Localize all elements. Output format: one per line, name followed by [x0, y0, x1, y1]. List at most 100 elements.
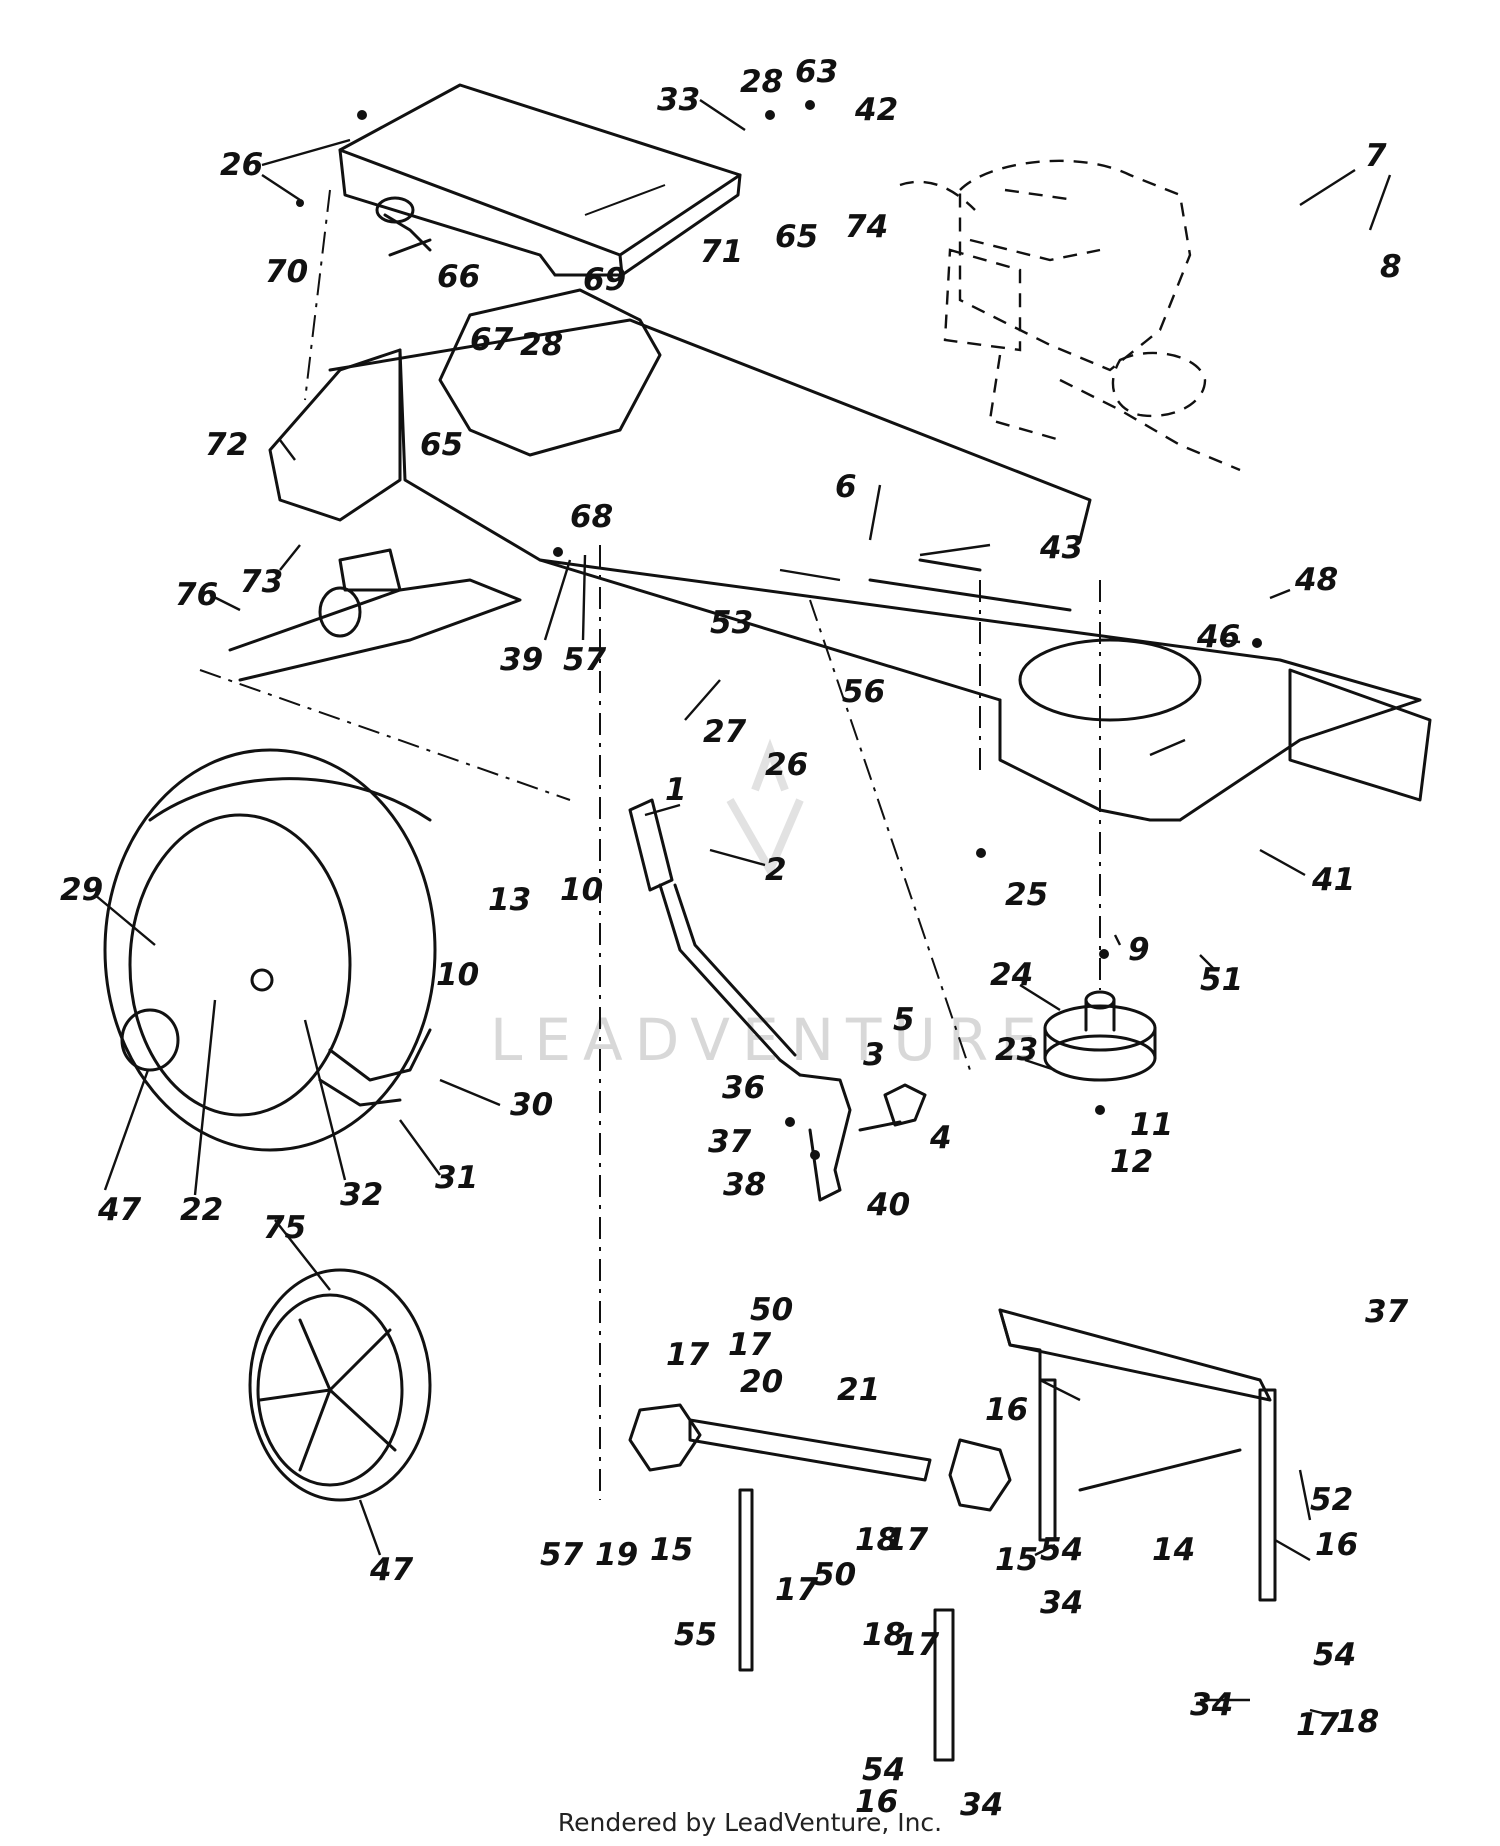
- assembly-lines: [199, 189, 1101, 1500]
- callout-67: 67: [470, 322, 514, 358]
- callout-17c: 17: [775, 1572, 819, 1608]
- callout-6: 6: [835, 469, 857, 505]
- callout-48: 48: [1294, 562, 1338, 598]
- callout-39: 39: [500, 642, 543, 678]
- seat-pan: [338, 83, 742, 277]
- callout-41: 41: [1311, 862, 1355, 898]
- callout-18: 18: [855, 1522, 898, 1558]
- callout-16: 16: [985, 1392, 1028, 1428]
- drive-pulley: [1043, 990, 1157, 1082]
- callout-20: 20: [740, 1364, 783, 1400]
- callout-22: 22: [180, 1192, 223, 1228]
- callout-3: 3: [863, 1037, 885, 1073]
- callout-46: 46: [1196, 619, 1240, 655]
- callout-18b: 18: [862, 1617, 905, 1653]
- hubcap: [248, 1268, 432, 1502]
- callout-24: 24: [990, 957, 1033, 993]
- callout-33: 33: [657, 82, 700, 118]
- callout-2: 2: [765, 852, 787, 888]
- callout-15: 15: [650, 1532, 693, 1568]
- callout-34: 34: [1040, 1585, 1083, 1621]
- callout-54b: 54: [1313, 1637, 1356, 1673]
- callout-57b: 57: [540, 1537, 584, 1573]
- callout-26b: 26: [765, 747, 808, 783]
- callout-17e: 17: [896, 1627, 940, 1663]
- callout-50b: 50: [813, 1557, 856, 1593]
- leader-lines: [94, 99, 1392, 1717]
- lift-linkage: [628, 1308, 1277, 1762]
- callout-38: 38: [723, 1167, 766, 1203]
- callout-52: 52: [1310, 1482, 1353, 1518]
- callout-32: 32: [340, 1177, 383, 1213]
- callout-74: 74: [845, 209, 888, 245]
- front-axle: [228, 548, 522, 682]
- callout-34c: 34: [960, 1787, 1003, 1823]
- callout-69: 69: [583, 262, 626, 298]
- callout-40: 40: [866, 1187, 910, 1223]
- callout-5: 5: [893, 1002, 915, 1038]
- fastener-details: [296, 100, 1262, 1160]
- callout-53: 53: [710, 605, 753, 641]
- shift-lever: [628, 798, 927, 1202]
- callout-10b: 10: [436, 957, 479, 993]
- callout-47: 47: [97, 1192, 142, 1228]
- callout-72: 72: [205, 427, 248, 463]
- callout-63: 63: [795, 54, 838, 90]
- callout-25: 25: [1005, 877, 1048, 913]
- callout-26: 26: [220, 147, 263, 183]
- callout-13: 13: [488, 882, 531, 918]
- callout-54c: 54: [862, 1752, 905, 1788]
- callout-29: 29: [60, 872, 103, 908]
- callout-7: 7: [1365, 138, 1387, 174]
- callout-21: 21: [837, 1372, 880, 1408]
- callout-66: 66: [437, 259, 480, 295]
- callout-75: 75: [263, 1210, 306, 1246]
- callout-18c: 18: [1336, 1704, 1379, 1740]
- callout-65: 65: [775, 219, 818, 255]
- callout-16c: 16: [855, 1784, 898, 1820]
- callout-17: 17: [666, 1337, 710, 1373]
- callout-28b: 28: [520, 327, 563, 363]
- callout-17d: 17: [885, 1522, 929, 1558]
- callout-30: 30: [510, 1087, 553, 1123]
- callout-15b: 15: [995, 1542, 1038, 1578]
- main-frame: [268, 318, 1432, 822]
- fuel-tank: [375, 196, 662, 457]
- callout-73: 73: [240, 564, 283, 600]
- callout-16b: 16: [1315, 1527, 1358, 1563]
- callout-11: 11: [1130, 1107, 1173, 1143]
- callout-14: 14: [1152, 1532, 1195, 1568]
- callout-9: 9: [1128, 932, 1150, 968]
- callout-70: 70: [265, 254, 308, 290]
- callout-27: 27: [703, 714, 747, 750]
- callout-55: 55: [674, 1617, 717, 1653]
- callout-31: 31: [435, 1160, 478, 1196]
- callout-28: 28: [740, 64, 783, 100]
- callout-51: 51: [1200, 962, 1243, 998]
- callout-42: 42: [854, 92, 898, 128]
- callout-50: 50: [750, 1292, 793, 1328]
- rear-tire: [103, 748, 437, 1152]
- callout-8: 8: [1380, 249, 1402, 285]
- callout-68: 68: [570, 499, 613, 535]
- callout-37: 37: [708, 1124, 752, 1160]
- callout-36: 36: [722, 1070, 765, 1106]
- watermark-text: LEADVENTURE: [490, 1006, 1049, 1074]
- callout-10: 10: [560, 872, 603, 908]
- callout-labels: 1 2 3 4 5 6 7 8 9 10 10 11 12 13 14 15 1…: [60, 54, 1409, 1823]
- callout-34b: 34: [1190, 1687, 1233, 1723]
- engine: [899, 159, 1241, 472]
- callout-57: 57: [563, 642, 607, 678]
- callout-43: 43: [1039, 530, 1083, 566]
- callout-56: 56: [842, 674, 885, 710]
- callout-4: 4: [929, 1120, 952, 1156]
- footer-credit: Rendered by LeadVenture, Inc.: [557, 1808, 943, 1837]
- callout-47b: 47: [369, 1552, 414, 1588]
- callout-17b: 17: [728, 1327, 772, 1363]
- callout-1: 1: [665, 772, 687, 808]
- callout-19: 19: [595, 1537, 638, 1573]
- callout-65b: 65: [420, 427, 463, 463]
- callout-12: 12: [1110, 1144, 1153, 1180]
- callout-37b: 37: [1365, 1294, 1409, 1330]
